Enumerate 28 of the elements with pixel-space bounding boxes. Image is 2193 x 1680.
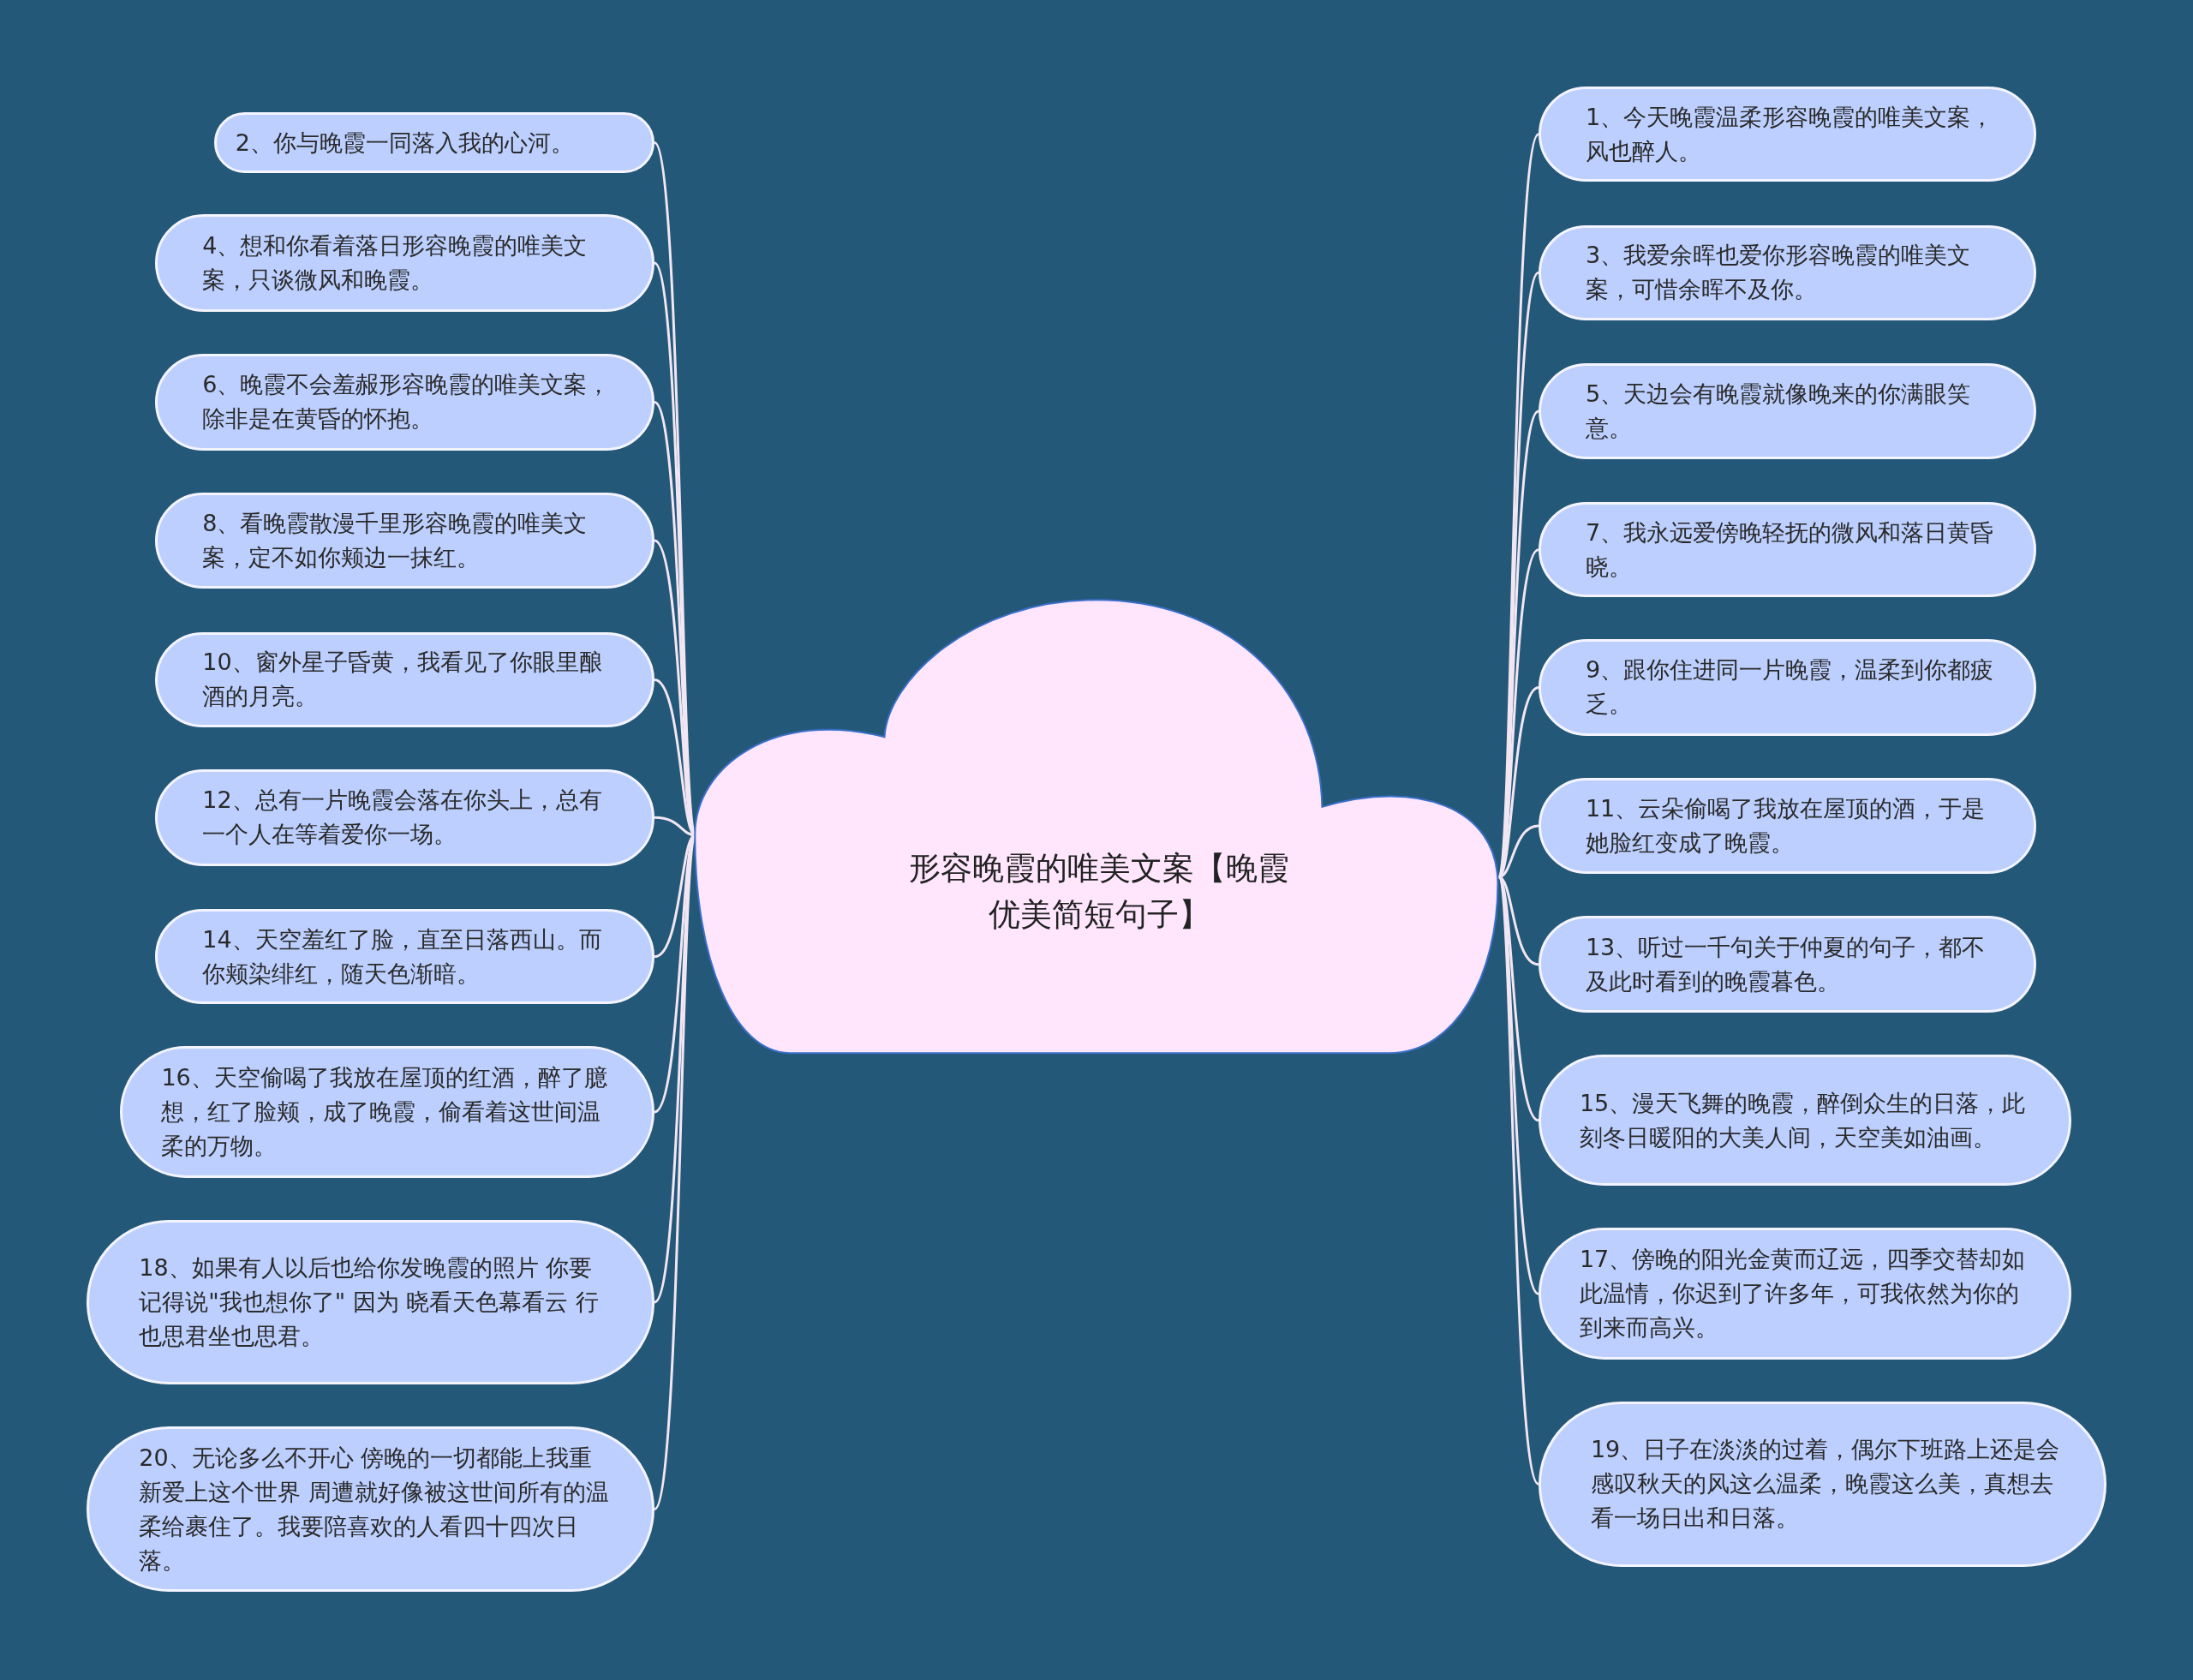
- connector-line: [1497, 134, 1540, 877]
- sentence-text: 14、天空羞红了脸，直至日落西山。而你颊染绯红，随天色渐暗。: [202, 924, 603, 989]
- connector-line: [1498, 824, 1539, 879]
- connector-line: [1497, 410, 1540, 878]
- sentence-text: 15、漫天飞舞的晚霞，醉倒众生的日落，此刻冬日暖阳的大美人间，天空美如油画。: [1579, 1088, 2027, 1152]
- sentence-text: 4、想和你看着落日形容晚霞的唯美文案，只谈微风和晚霞。: [202, 230, 589, 295]
- sentence-text: 10、窗外星子昏黄，我看见了你眼里酿酒的月亮。: [202, 648, 603, 712]
- sentence-text: 8、看晚霞散漫千里形容晚霞的唯美文案，定不如你颊边一抹红。: [202, 509, 589, 572]
- connector-line: [1497, 686, 1539, 878]
- connector-line: [1498, 876, 1539, 966]
- title-text: 形容晚霞的唯美文案【晚霞优美简短句子】: [908, 849, 1291, 936]
- sentence-text: 6、晚霞不会羞赧形容晚霞的唯美文案，除非是在黄昏的怀抱。: [202, 370, 612, 434]
- sentence-text: 12、总有一片晚霞会落在你头上，总有一个人在等着爱你一场。: [202, 786, 603, 850]
- sentence-text: 18、如果有人以后也给你发晚霞的照片 你要记得说"我也想你了" 因为 晓看天色幕看云 行也思君坐也思君。: [139, 1253, 600, 1351]
- sentence-text: 1、今天晚霞温柔形容晚霞的唯美文案，风也醉人。: [1585, 102, 1995, 166]
- sentence-text: 20、无论多么不开心 傍晚的一切都能上我重新爱上这个世界 周遭就好像被这世间所有的温柔给裹住了。我要陪喜欢的人看四十四次日落。: [139, 1443, 610, 1575]
- sentence-text: 16、天空偷喝了我放在屋顶的红酒，醉了臆想，红了脸颊，成了晚霞，偷看着这世间温柔的万物。: [161, 1062, 608, 1161]
- sentence-text: 3、我爱余晖也爱你形容晚霞的唯美文案，可惜余晖不及你。: [1585, 241, 1972, 305]
- sentence-text: 2、你与晚霞一同落入我的心河。: [235, 128, 574, 158]
- sentence-text: 17、傍晚的阳光金黄而辽远，四季交替却如此温情，你迟到了许多年，可我依然为你的到来而高兴。: [1579, 1245, 2027, 1343]
- sentence-text: 9、跟你住进同一片晚霞，温柔到你都疲乏。: [1585, 655, 1995, 720]
- sentence-text: 13、听过一千句关于仲夏的句子，都不及此时看到的晚霞暮色。: [1585, 932, 1987, 996]
- sentence-text: 5、天边会有晚霞就像晚来的你满眼笑意。: [1585, 380, 1972, 443]
- connector-line: [1497, 876, 1540, 1485]
- sentence-text: 7、我永远爱傍晚轻抚的微风和落日黄昏晓。: [1585, 517, 1995, 582]
- sentence-text: 19、日子在淡淡的过着，偶尔下班路上还是会感叹秋天的风这么温柔，晚霞这么美，真想去看一场日出和日落。: [1590, 1435, 2061, 1534]
- connector-line: [654, 816, 696, 837]
- sentence-text: 11、云朵偷喝了我放在屋顶的酒，于是她脸红变成了晚霞。: [1585, 794, 1987, 858]
